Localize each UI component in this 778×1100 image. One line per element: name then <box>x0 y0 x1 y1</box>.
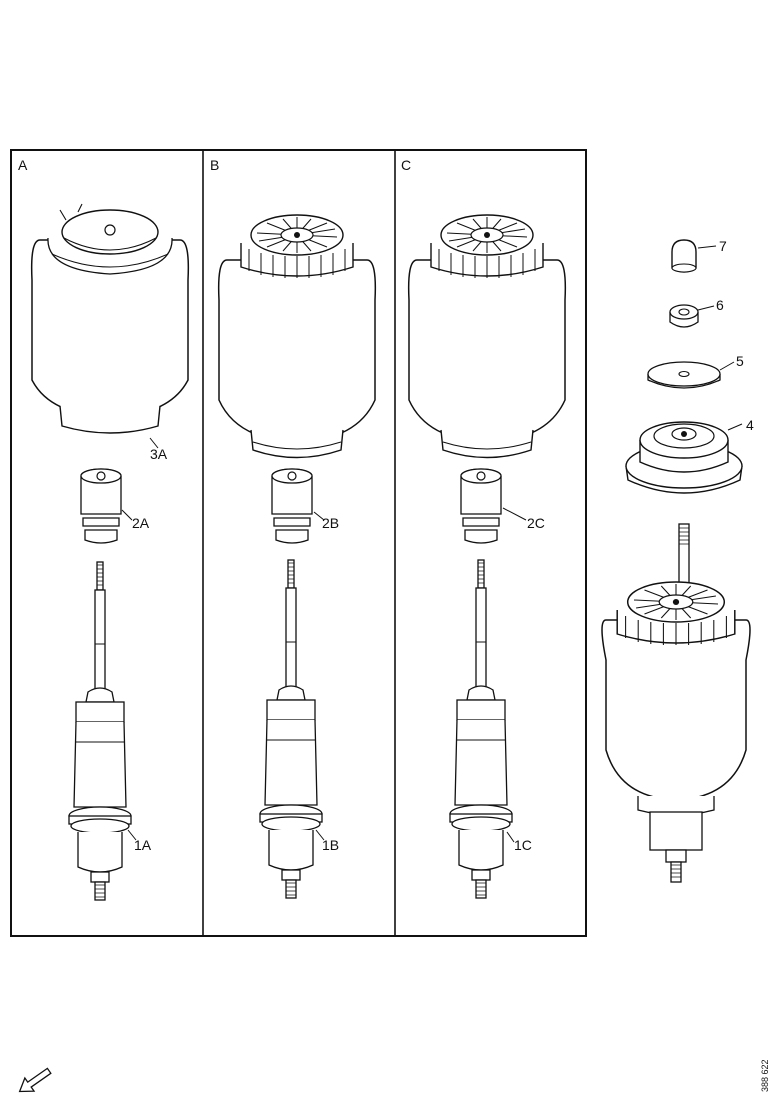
panel-frame <box>10 149 587 937</box>
cap-7 <box>671 239 697 273</box>
bump-stop-2c <box>460 468 502 544</box>
callout-4: 4 <box>746 417 754 433</box>
panel-a: 3A 2A 1A <box>30 203 190 901</box>
panel-label-a: A <box>18 157 28 173</box>
top-mount-4 <box>625 421 743 494</box>
air-spring-b <box>217 214 377 459</box>
damper-1c <box>449 559 513 899</box>
damper-1b <box>259 559 323 899</box>
washer-5 <box>647 361 721 389</box>
callout-1c: 1C <box>514 837 532 853</box>
callout-1b: 1B <box>322 837 339 853</box>
callout-5: 5 <box>736 353 744 369</box>
assembly-exploded: 7 6 5 4 <box>601 238 754 883</box>
callout-2b: 2B <box>322 515 339 531</box>
bump-stop-2b <box>271 468 313 544</box>
damper-1a <box>68 561 132 901</box>
callout-2a: 2A <box>132 515 150 531</box>
callout-6: 6 <box>716 297 724 313</box>
callout-1a: 1A <box>134 837 152 853</box>
reference-number: 388 622 <box>760 1059 770 1092</box>
callout-7: 7 <box>719 238 727 254</box>
nut-6 <box>669 304 699 328</box>
air-spring-3a <box>30 203 190 434</box>
panel-c: 2C 1C <box>407 214 567 899</box>
panel-b: 2B 1B <box>217 214 377 899</box>
bump-stop-2a <box>80 468 122 544</box>
air-spring-c <box>407 214 567 459</box>
front-arrow-icon <box>18 1067 52 1093</box>
panel-label-c: C <box>401 157 411 173</box>
callout-2c: 2C <box>527 515 545 531</box>
callout-3a: 3A <box>150 446 168 462</box>
assembled-air-spring <box>601 581 751 883</box>
panel-label-b: B <box>210 157 219 173</box>
